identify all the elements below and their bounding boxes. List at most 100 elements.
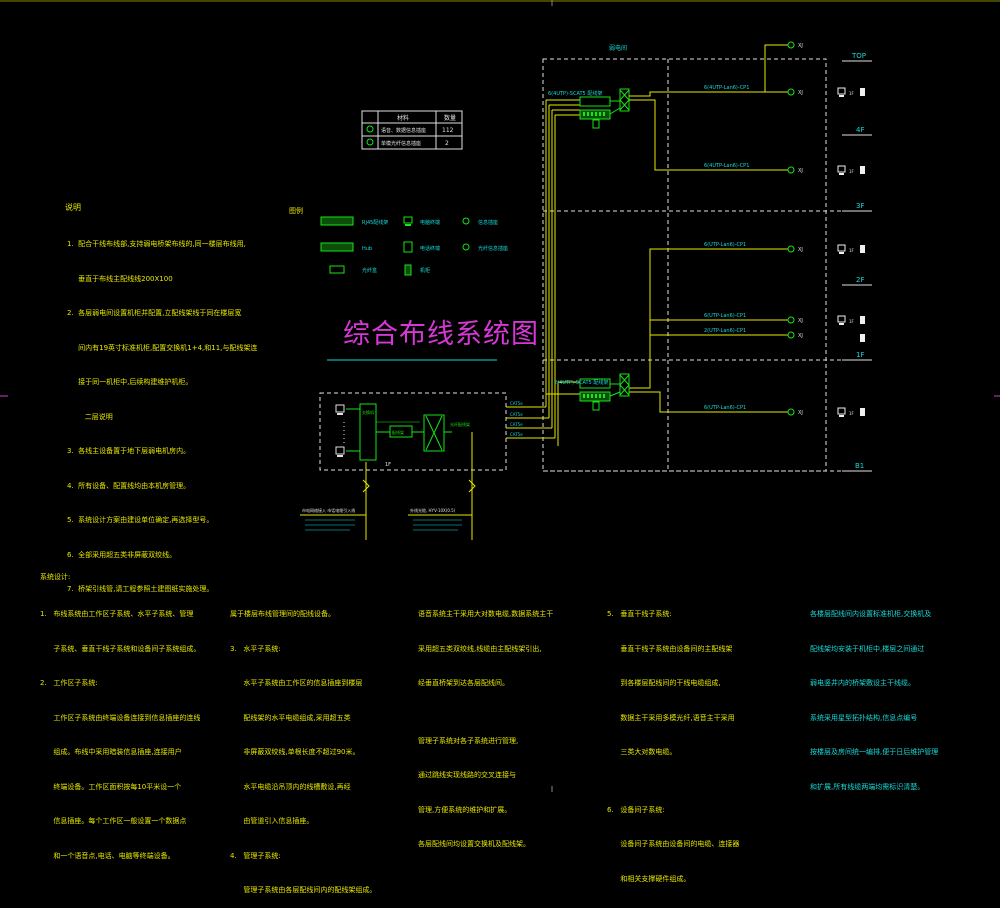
outlet-code: XJ: [798, 333, 803, 339]
computer-icon: [837, 407, 846, 417]
legend: RJ45配线架 电脑终端 信息插座 Hub 电话终端 光纤信息插座 光纤盒 机柜: [320, 216, 508, 276]
phone-icon: [403, 241, 413, 253]
top-feeds: [629, 44, 788, 171]
note-line: 4. 管理子系统:: [230, 851, 281, 860]
note-line: 设备间子系统由设备间的电缆、连接器: [607, 840, 740, 848]
switch-top: [546, 88, 630, 129]
incoming-label-2: 外线光缆, HYV-10X(0.5): [410, 507, 456, 513]
floor-label-4f: 4F: [856, 126, 864, 134]
note-line: 和一个语音点,电话、电脑等终端设备。: [40, 851, 175, 860]
cable-label-top-1: 6(4UTP-Lan6)-CP1: [704, 85, 749, 91]
legend-label: RJ45配线架: [362, 219, 388, 226]
phone-icon: [860, 88, 865, 96]
note-line: 通过跳线实现线路的交叉连接与: [418, 771, 516, 779]
outlet-code: XJ: [798, 43, 803, 49]
mid-feeds: [629, 248, 788, 413]
note-line: 语音系统主干采用大对数电缆,数据系统主干: [418, 610, 554, 618]
floor-label-2f: 2F: [856, 276, 864, 284]
note-line: 按楼层及房间统一编排,便于日后维护管理: [810, 748, 939, 756]
note-line: 垂直干线子系统由设备间的主配线架: [607, 644, 733, 653]
floor-separators: [543, 210, 872, 472]
terminals: [837, 87, 865, 417]
legend-label: 光纤信息插座: [478, 245, 508, 252]
floor-ticks: [842, 60, 872, 472]
computer-icon: [837, 165, 846, 175]
outlet-icon: [787, 331, 795, 339]
phone-icon: [860, 334, 865, 342]
note-line: 4. 所有设备、配置线均由本机房管理。: [67, 481, 191, 490]
note-line: 水平电缆沿吊顶内的线槽敷设,再经: [230, 782, 351, 791]
note-line: 系统采用星型拓扑结构,信息点编号: [810, 713, 918, 722]
phone-icon: [860, 408, 865, 416]
note-line: 配线架的水平电缆组成,采用超五类: [230, 713, 351, 722]
cable-label-low-0: 2(4UTP)-SCAT5 配线架: [554, 379, 608, 386]
note-line: 7. 桥架引线管,请工程参照土建图纸实施处理。: [67, 585, 214, 593]
floor-label-top: TOP: [851, 52, 866, 60]
legend-label: 机柜: [420, 267, 430, 274]
floor-label-b1: B1: [855, 462, 864, 470]
computer-icon: [403, 216, 413, 226]
material-table: 材料 数量 语音、数据信息插座 112 单模光纤信息插座 2: [361, 110, 463, 150]
outlet-icon: [787, 316, 795, 324]
computer-icon: [837, 315, 846, 325]
riser-frame: [542, 58, 827, 472]
outlet-icon: [787, 408, 795, 416]
table-row-qty: 112: [442, 127, 454, 134]
diagram-title: 综合布线系统图: [343, 319, 539, 350]
note-line: 信息插座。每个工作区一般设置一个数据点: [40, 817, 187, 825]
computer-icon: [335, 446, 345, 457]
table-row-name: 语音、数据信息插座: [381, 127, 426, 134]
table-header-material: 材料: [397, 114, 409, 122]
note-line: 弱电竖井内的桥架敷设主干线缆。: [810, 679, 915, 687]
note-line: 由管道引入信息插座。: [230, 817, 314, 825]
trunk-label: CAT5e: [510, 432, 523, 437]
cable-label-mid-0: 6(UTP-Lan6)-CP1: [704, 242, 746, 248]
phone-icon: [860, 166, 865, 174]
outlet-icon: [787, 88, 795, 96]
floor-label-1f: 1F: [856, 351, 864, 359]
patch-panel-icon: [320, 216, 354, 226]
bottom-notes-col1: 1. 布线系统由工作区子系统、水平子系统、管理 子系统、垂直干线子系统和设备间子…: [40, 586, 200, 874]
cable-label-low-1: 6(UTP-Lan6)-CP1: [704, 405, 746, 411]
note-line: 到各楼层配线间的干线电缆组成,: [607, 679, 721, 687]
note-line: 采用超五类双绞线,线缆由主配线架引出,: [418, 644, 542, 653]
room-patch-label: 配线架: [392, 429, 404, 435]
terminal-label: 1F: [849, 411, 855, 416]
note-line: 组成。布线中采用暗装信息插座,连接用户: [40, 748, 182, 756]
fiber-box-icon: [329, 265, 345, 274]
cabinet-icon: [404, 264, 412, 276]
equipment-room-frame: [319, 392, 507, 471]
table-row-qty: 2: [445, 140, 449, 147]
outlet-code: XJ: [798, 247, 803, 253]
legend-label: 电话终端: [420, 245, 440, 252]
outlet-code: XJ: [798, 168, 803, 174]
riser-label: 弱电间: [609, 44, 627, 52]
note-line: 2. 工作区子系统:: [40, 679, 98, 687]
cable-label-mid-1: 6(UTP-Lan6)-CP1: [704, 313, 746, 319]
note-line: 三类大对数电缆。: [607, 748, 677, 756]
phone-icon: [860, 245, 865, 253]
hub-icon: [320, 242, 354, 252]
note-line: 数据主干采用多模光纤,语音主干采用: [607, 713, 735, 722]
fiber-outlet-icon: [366, 138, 374, 146]
bottom-notes-col2: 属于楼层布线管理间的配线设备。 3. 水平子系统: 水平子系统由工作区的信息插座…: [230, 586, 376, 908]
bottom-notes-heading: 系统设计:: [40, 573, 71, 581]
incoming-hatch: [305, 519, 462, 531]
note-line: 终端设备。工作区面积按每10平米设一个: [40, 782, 182, 791]
room-switch-label: 交换机: [362, 409, 374, 415]
outlet-code: XJ: [798, 318, 803, 324]
terminal-label: 1F: [849, 169, 855, 174]
note-line: 各楼层配线间内设置标准机柜,交换机及: [810, 610, 932, 618]
note-line: 5. 系统设计方案由建设单位确定,再选择型号。: [67, 516, 214, 524]
legend-label: 信息插座: [478, 219, 498, 226]
note-line: 间内有19英寸标准机柜,配置交换机1+4,和11,与配线架连: [67, 343, 258, 352]
incoming-label-1: 市电网络接入 市话电缆引入线: [302, 507, 355, 513]
note-line: 6. 全部采用超五类非屏蔽双绞线。: [67, 550, 177, 559]
phone-icon: [860, 316, 865, 324]
outlet-code: XJ: [798, 410, 803, 416]
floor-label-3f: 3F: [856, 202, 864, 210]
note-line: 子系统、垂直干线子系统和设备间子系统组成。: [40, 644, 201, 653]
outlet-icon: [787, 245, 795, 253]
note-line: 3. 各线主设备置于地下层弱电机房内。: [67, 447, 191, 455]
